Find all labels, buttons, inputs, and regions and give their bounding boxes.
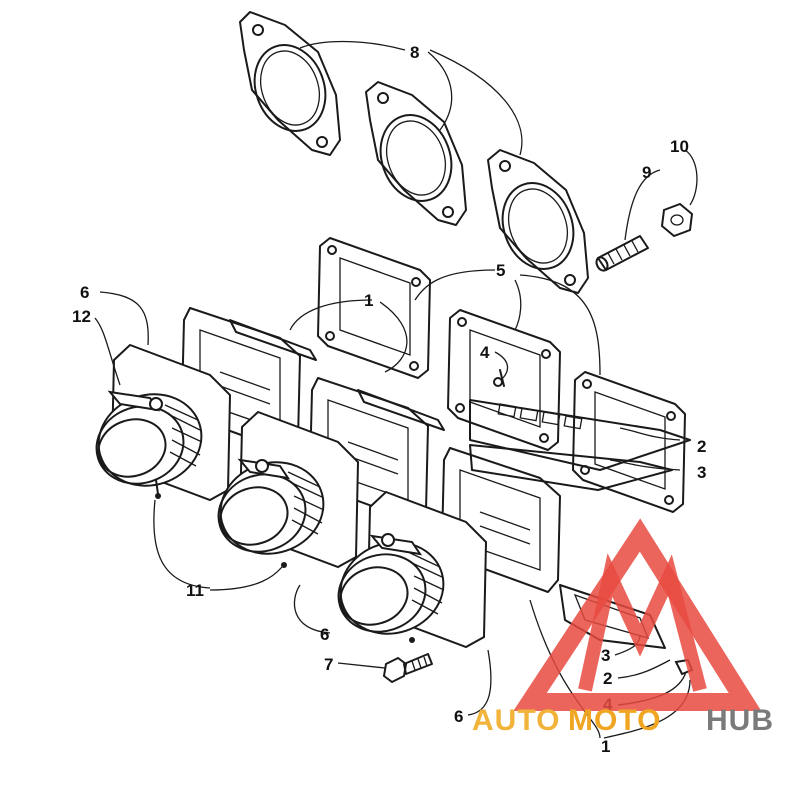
mounting-bolt	[382, 653, 433, 684]
callout-1-bottom: 1	[601, 737, 610, 756]
callout-6-top: 6	[80, 283, 89, 302]
callout-2-right: 2	[697, 437, 706, 456]
callout-6-bottom: 6	[454, 707, 463, 726]
callout-10: 10	[670, 137, 689, 156]
stud-bolt	[595, 235, 649, 272]
callout-11: 11	[186, 581, 204, 600]
watermark-text: AUTO MOTO HUB	[472, 704, 774, 737]
reed-gasket-3	[572, 371, 686, 513]
reed-petal-plate	[469, 399, 691, 471]
manifold-gasket-1	[239, 11, 341, 156]
manifold-gasket-3	[487, 149, 589, 294]
watermark-word-hub: HUB	[706, 704, 774, 737]
watermark-word-auto: AUTO	[472, 704, 560, 737]
callout-1-top: 1	[364, 291, 373, 310]
callout-6-mid: 6	[320, 625, 329, 644]
carb-flange-2	[217, 410, 360, 569]
nut	[660, 202, 694, 238]
callout-3-right: 3	[697, 463, 706, 482]
carb-flange-1	[95, 343, 232, 502]
reed-stop-plate	[469, 444, 673, 491]
callout-4-upper: 4	[480, 343, 490, 362]
callout-12: 12	[72, 307, 91, 326]
callout-3-bottom: 3	[601, 646, 610, 665]
manifold-gasket-2	[365, 81, 467, 226]
screw-upper	[493, 369, 505, 387]
reed-gasket-1	[317, 237, 431, 379]
callout-9: 9	[642, 163, 651, 182]
callout-2-bottom: 2	[603, 669, 612, 688]
leader-lines	[94, 40, 698, 739]
callout-5: 5	[496, 261, 505, 280]
callout-7: 7	[324, 655, 333, 674]
carb-flange-3	[337, 490, 488, 649]
watermark-logo	[513, 518, 762, 711]
callout-8: 8	[410, 43, 419, 62]
watermark-word-moto: MOTO	[568, 704, 661, 737]
callout-labels: 8 9 10 5 1 4 2 3 6 12 11 6 7 6 3 2 4 1	[72, 43, 706, 756]
reed-gasket-2	[447, 309, 561, 451]
reed-cage-3	[441, 447, 561, 593]
